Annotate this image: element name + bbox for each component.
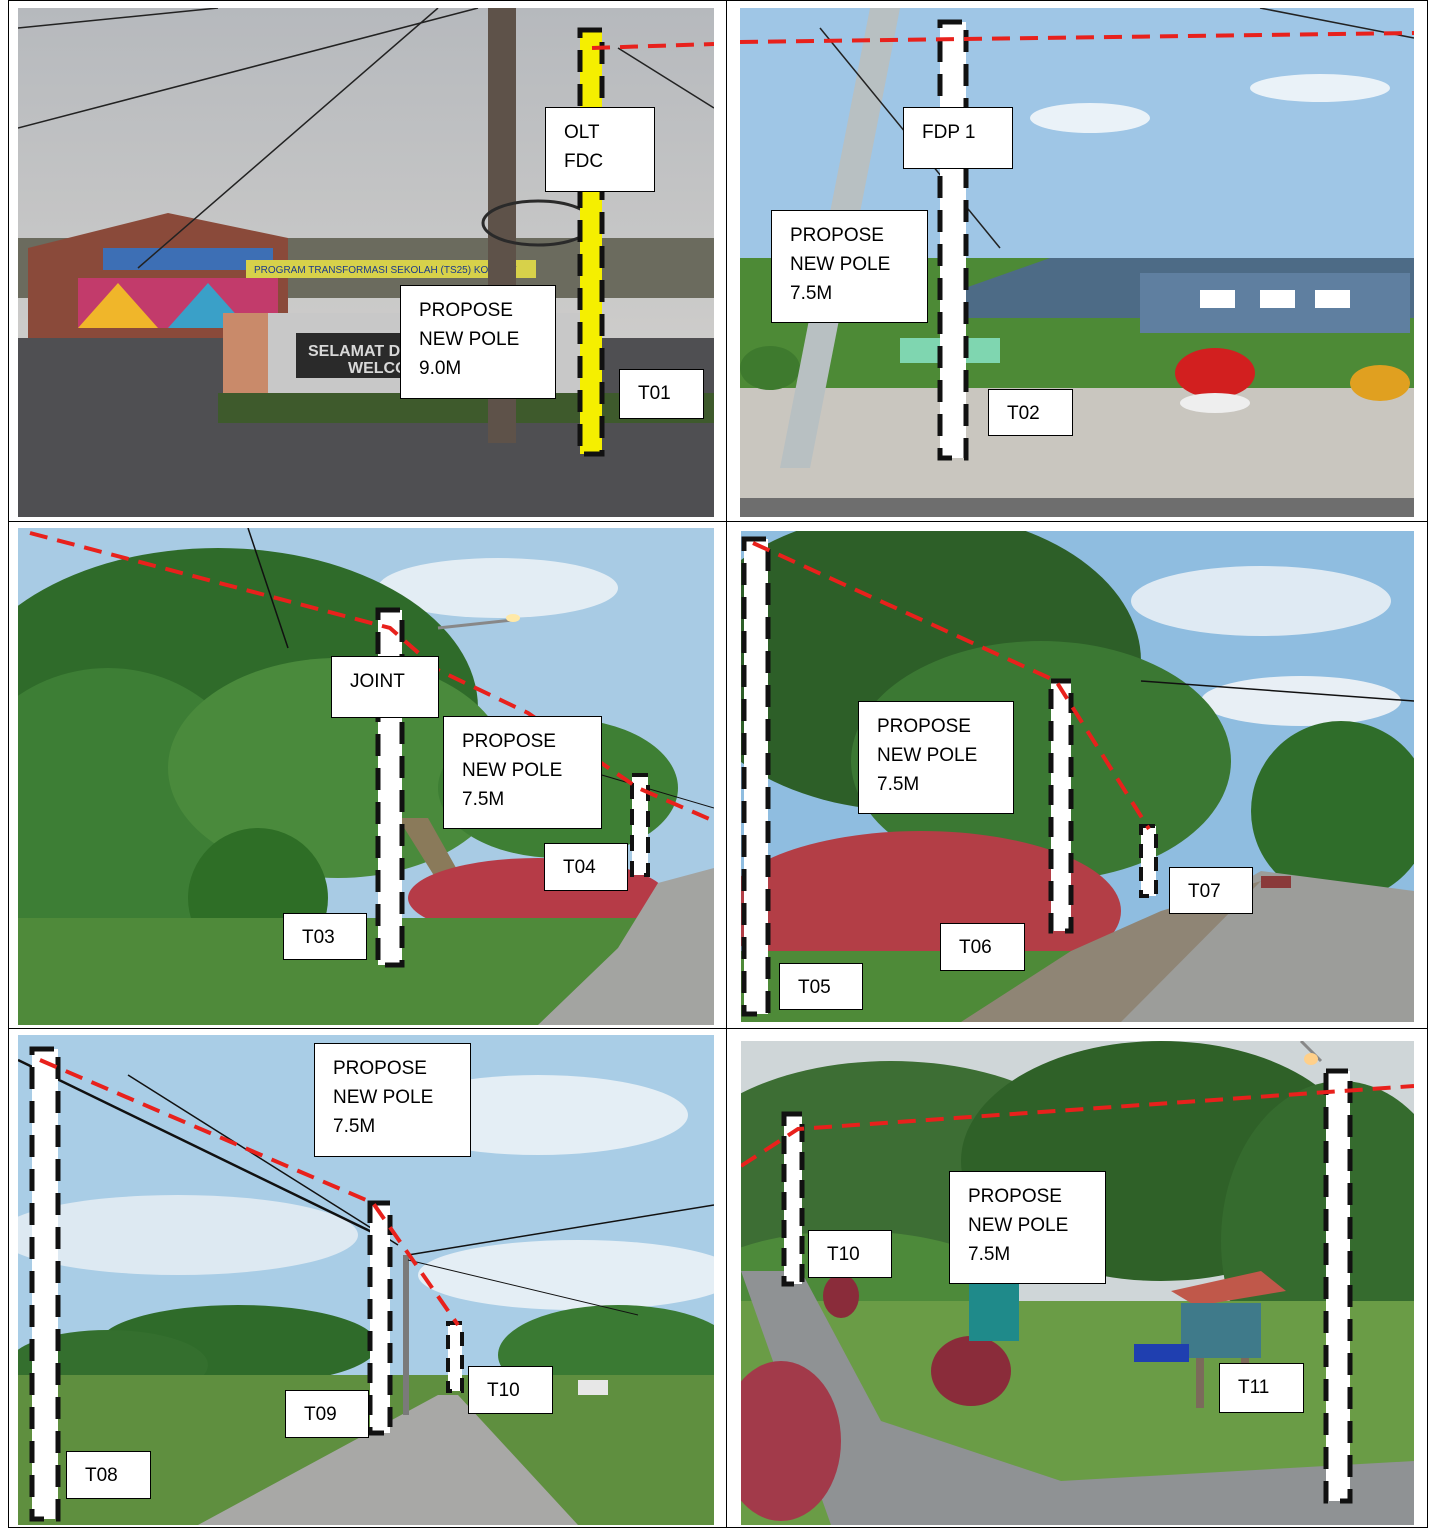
pole-tag-t10: T10 bbox=[808, 1230, 892, 1278]
pole-tag-t04: T04 bbox=[544, 843, 628, 891]
svg-text:WELCO: WELCO bbox=[348, 360, 408, 377]
school-banner-text: PROGRAM TRANSFORMASI SEKOLAH (TS25) KOHO… bbox=[254, 265, 516, 276]
row-divider-2 bbox=[8, 1028, 1428, 1029]
equipment-label-olt-fdc: OLT FDC bbox=[545, 107, 655, 192]
pole-tag-t07: T07 bbox=[1169, 867, 1253, 914]
pole-tag-t08: T08 bbox=[66, 1451, 151, 1499]
site-photo-t05-t07 bbox=[741, 531, 1414, 1022]
pole-tag-t05: T05 bbox=[779, 963, 863, 1010]
equipment-label-fdp1: FDP 1 bbox=[903, 107, 1013, 169]
svg-text:SELAMAT D: SELAMAT D bbox=[308, 343, 400, 360]
propose-pole-label: PROPOSE NEW POLE 7.5M bbox=[314, 1043, 471, 1157]
row-divider-1 bbox=[8, 521, 1428, 522]
equipment-label-joint: JOINT bbox=[331, 656, 439, 718]
pole-tag-t02: T02 bbox=[988, 389, 1073, 436]
pole-tag-t03: T03 bbox=[283, 913, 367, 960]
site-photo-t10-t11 bbox=[741, 1041, 1414, 1525]
propose-pole-label: PROPOSE NEW POLE 7.5M bbox=[771, 210, 928, 323]
propose-pole-label: PROPOSE NEW POLE 7.5M bbox=[443, 716, 602, 829]
propose-pole-label: PROPOSE NEW POLE 7.5M bbox=[858, 701, 1014, 814]
propose-pole-label: PROPOSE NEW POLE 9.0M bbox=[400, 285, 556, 399]
pole-tag-t11: T11 bbox=[1219, 1363, 1304, 1413]
pole-tag-t10: T10 bbox=[468, 1366, 553, 1414]
column-divider bbox=[726, 0, 727, 1528]
site-photo-t01: PROGRAM TRANSFORMASI SEKOLAH (TS25) KOHO… bbox=[18, 8, 714, 517]
propose-pole-label: PROPOSE NEW POLE 7.5M bbox=[949, 1171, 1106, 1284]
pole-tag-t09: T09 bbox=[285, 1390, 369, 1438]
pole-tag-t01: T01 bbox=[619, 369, 704, 419]
pole-tag-t06: T06 bbox=[940, 923, 1025, 971]
